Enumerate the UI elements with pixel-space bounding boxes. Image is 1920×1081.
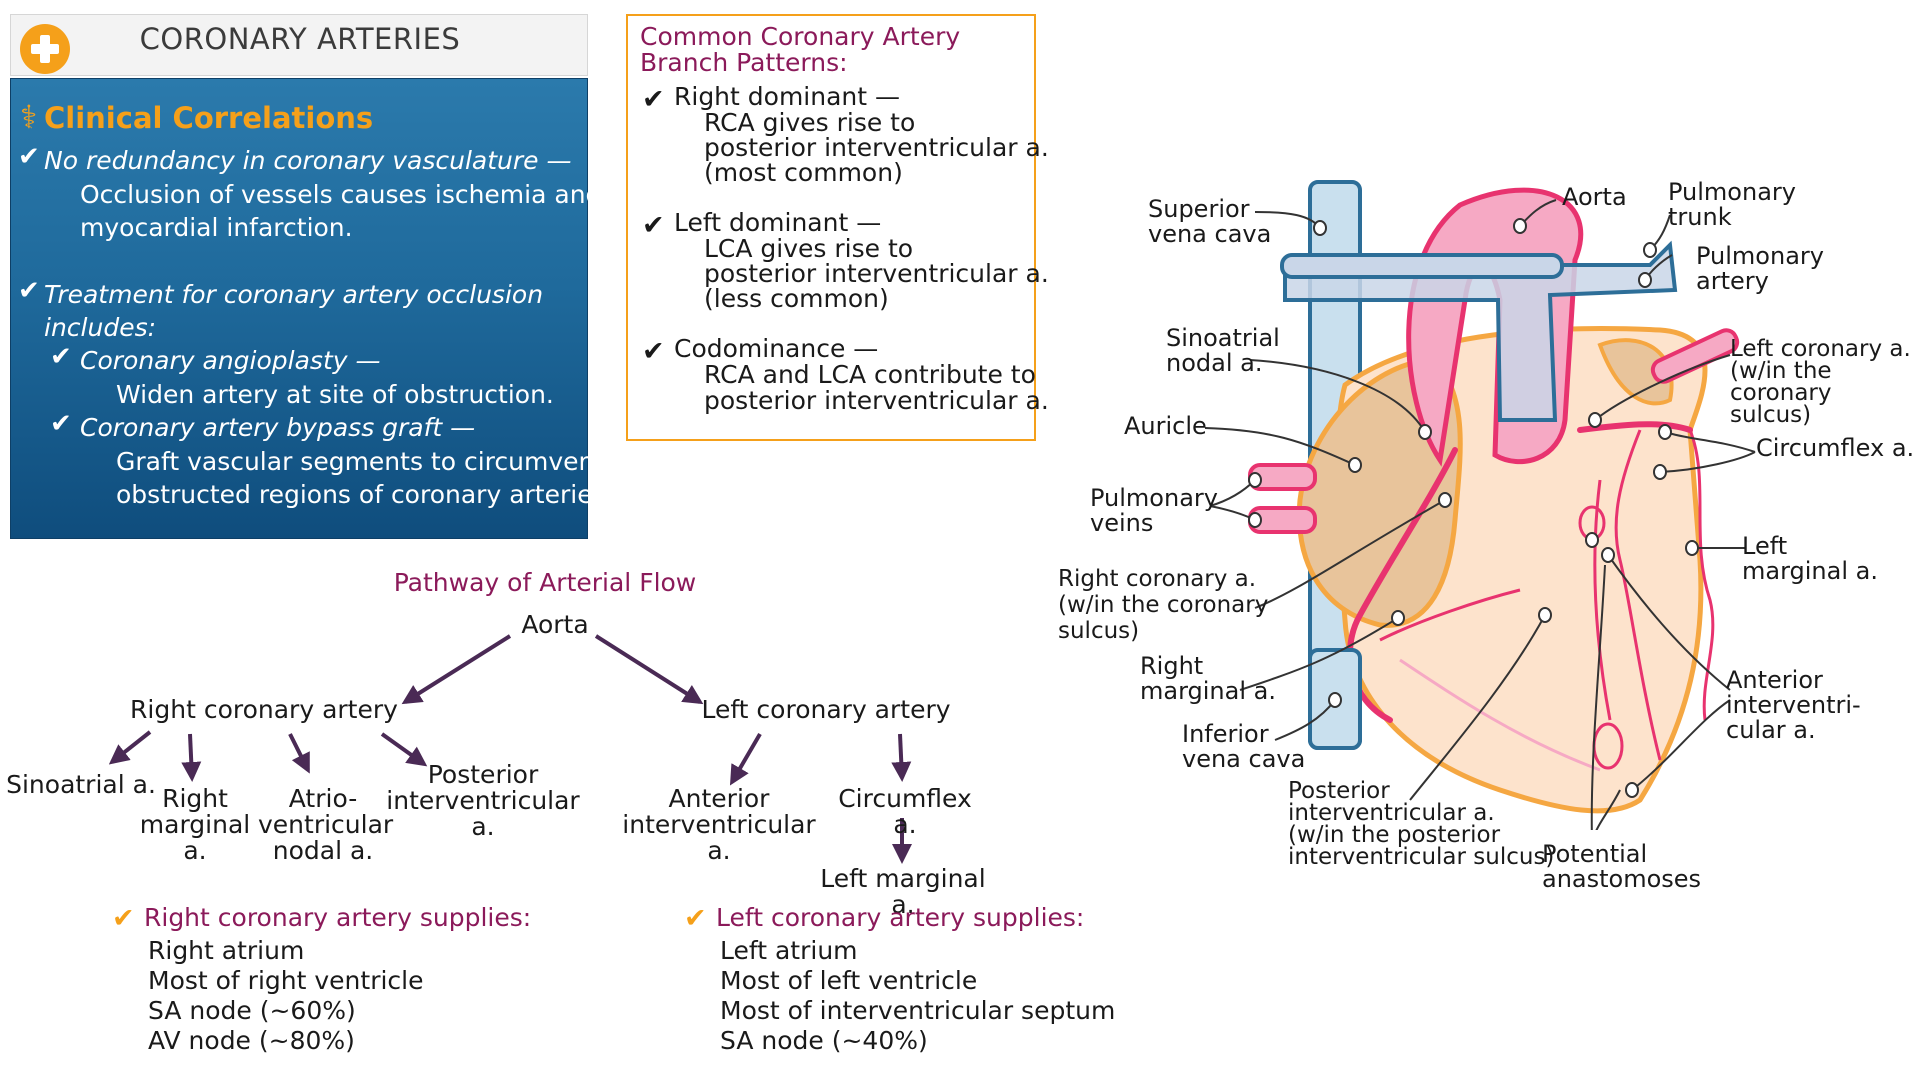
pattern-text: RCA gives rise to <box>704 108 916 137</box>
label-right-marginal: Right marginal a. <box>1140 652 1276 705</box>
supply-item: AV node (~80%) <box>148 1026 355 1055</box>
flow-title: Pathway of Arterial Flow <box>393 568 697 597</box>
lca-supplies-title: Left coronary artery supplies: <box>716 903 1085 932</box>
clinical-subitem-title: Coronary angioplasty — <box>80 346 381 375</box>
label-inferior-vena-cava: Inferior vena cava <box>1182 720 1306 773</box>
pattern-text: posterior interventricular a. <box>704 133 1049 162</box>
label-anterior-interventricular: Anterior interventri- cular a. <box>1726 666 1861 744</box>
supply-item: SA node (~40%) <box>720 1026 928 1055</box>
pattern-title: Codominance — <box>674 334 879 363</box>
clinical-subitem-text: obstructed regions of coronary arteries. <box>116 480 614 509</box>
check-icon: ✔ <box>18 276 40 306</box>
posterior-interventricular-artery <box>1399 658 1601 772</box>
check-icon: ✔ <box>642 84 665 115</box>
flow-arrow <box>729 732 762 786</box>
left-marginal-artery <box>1688 429 1715 721</box>
pattern-title: Left dominant — <box>674 208 882 237</box>
supply-item: Right atrium <box>148 936 305 965</box>
label-superior-vena-cava: Superior vena cava <box>1148 195 1272 248</box>
clinical-subitem-text: Widen artery at site of obstruction. <box>116 380 554 409</box>
check-icon: ✔ <box>684 903 707 934</box>
plus-icon <box>20 24 70 74</box>
flow-node-right-marginal: Right marginal a. <box>139 784 251 865</box>
supply-item: Left atrium <box>720 936 858 965</box>
flow-node-anterior-iv: Anterior interventricular a. <box>622 784 816 865</box>
pattern-text: (less common) <box>704 284 889 313</box>
check-icon: ✔ <box>18 142 40 172</box>
title-bar <box>10 14 588 76</box>
clinical-item-text: Occlusion of vessels causes ischemia and <box>80 180 602 209</box>
label-sinoatrial-nodal: Sinoatrial nodal a. <box>1166 324 1280 377</box>
clinical-item-title: Treatment for coronary artery occlusion <box>44 280 544 309</box>
flow-arrow <box>401 634 512 705</box>
pattern-text: posterior interventricular a. <box>704 386 1049 415</box>
flow-node-aorta: Aorta <box>521 610 589 639</box>
supply-item: Most of interventricular septum <box>720 996 1116 1025</box>
flow-node-posterior-iv: Posterior interventricular a. <box>386 760 580 841</box>
label-posterior-interventricular: Posterior interventricular a. (w/in the … <box>1288 778 1555 870</box>
right-atrium <box>1296 357 1463 628</box>
clinical-item-title: No redundancy in coronary vasculature — <box>44 146 572 175</box>
label-right-coronary: Right coronary a. (w/in the coronary sul… <box>1058 566 1269 644</box>
clinical-subitem-title: Coronary artery bypass graft — <box>80 413 476 442</box>
page-title: CORONARY ARTERIES <box>139 22 461 56</box>
clinical-item-text: myocardial infarction. <box>80 213 353 242</box>
pattern-text: RCA and LCA contribute to <box>704 360 1036 389</box>
patterns-title: Common Coronary Artery <box>640 22 961 51</box>
pattern-text: LCA gives rise to <box>704 234 914 263</box>
flow-node-sinoatrial: Sinoatrial a. <box>6 770 156 799</box>
check-icon: ✔ <box>50 409 72 439</box>
label-aorta: Aorta <box>1562 183 1627 211</box>
label-potential-anastomoses: Potential anastomoses <box>1542 840 1702 893</box>
label-pulmonary-veins: Pulmonary veins <box>1090 484 1218 537</box>
label-left-marginal: Left marginal a. <box>1742 532 1878 585</box>
heart-illustration <box>1204 180 1756 830</box>
pulmonary-trunk <box>1283 240 1678 422</box>
flow-node-lca: Left coronary artery <box>701 695 951 724</box>
flow-node-rca: Right coronary artery <box>130 695 398 724</box>
left-auricle <box>1597 338 1674 406</box>
right-marginal-artery <box>1379 588 1521 642</box>
flow-node-circumflex: Circumflex a. <box>838 784 972 839</box>
label-pulmonary-trunk: Pulmonary trunk <box>1668 178 1796 231</box>
pattern-text: (most common) <box>704 158 903 187</box>
check-icon: ✔ <box>112 903 135 934</box>
clinical-subitem-text: Graft vascular segments to circumvent <box>116 447 605 476</box>
flow-arrow <box>380 732 428 767</box>
rca-supplies-title: Right coronary artery supplies: <box>144 903 532 932</box>
clinical-heading: Clinical Correlations <box>44 101 374 135</box>
pulmonary-artery <box>1280 253 1564 279</box>
flow-node-left-marginal: Left marginal a. <box>820 864 986 919</box>
flow-arrow <box>891 733 912 782</box>
supply-item: Most of left ventricle <box>720 966 978 995</box>
patterns-title: Branch Patterns: <box>640 48 848 77</box>
flow-node-av-nodal: Atrio- ventricular nodal a. <box>258 784 394 865</box>
flow-arrow <box>288 733 310 774</box>
check-icon: ✔ <box>50 342 72 372</box>
anterior-interventricular-artery <box>1614 429 1662 761</box>
label-auricle: Auricle <box>1124 412 1207 440</box>
check-icon: ✔ <box>642 210 665 241</box>
supply-item: SA node (~60%) <box>148 996 356 1025</box>
label-circumflex: Circumflex a. <box>1756 434 1915 462</box>
flow-arrow <box>594 634 704 705</box>
caduceus-icon: ⚕ <box>20 98 38 136</box>
branch-patterns-panel <box>626 14 1036 441</box>
left-coronary-artery <box>1577 421 1693 433</box>
label-left-coronary: Left coronary a. (w/in the coronary sulc… <box>1730 336 1911 428</box>
flow-arrow <box>181 733 202 782</box>
flow-arrow <box>108 730 152 765</box>
clinical-item-title: includes: <box>44 313 157 342</box>
clinical-correlations-panel <box>10 78 588 539</box>
label-pulmonary-artery: Pulmonary artery <box>1696 242 1824 295</box>
pattern-text: posterior interventricular a. <box>704 259 1049 288</box>
check-icon: ✔ <box>642 336 665 367</box>
pattern-title: Right dominant — <box>674 82 901 111</box>
supply-item: Most of right ventricle <box>148 966 424 995</box>
